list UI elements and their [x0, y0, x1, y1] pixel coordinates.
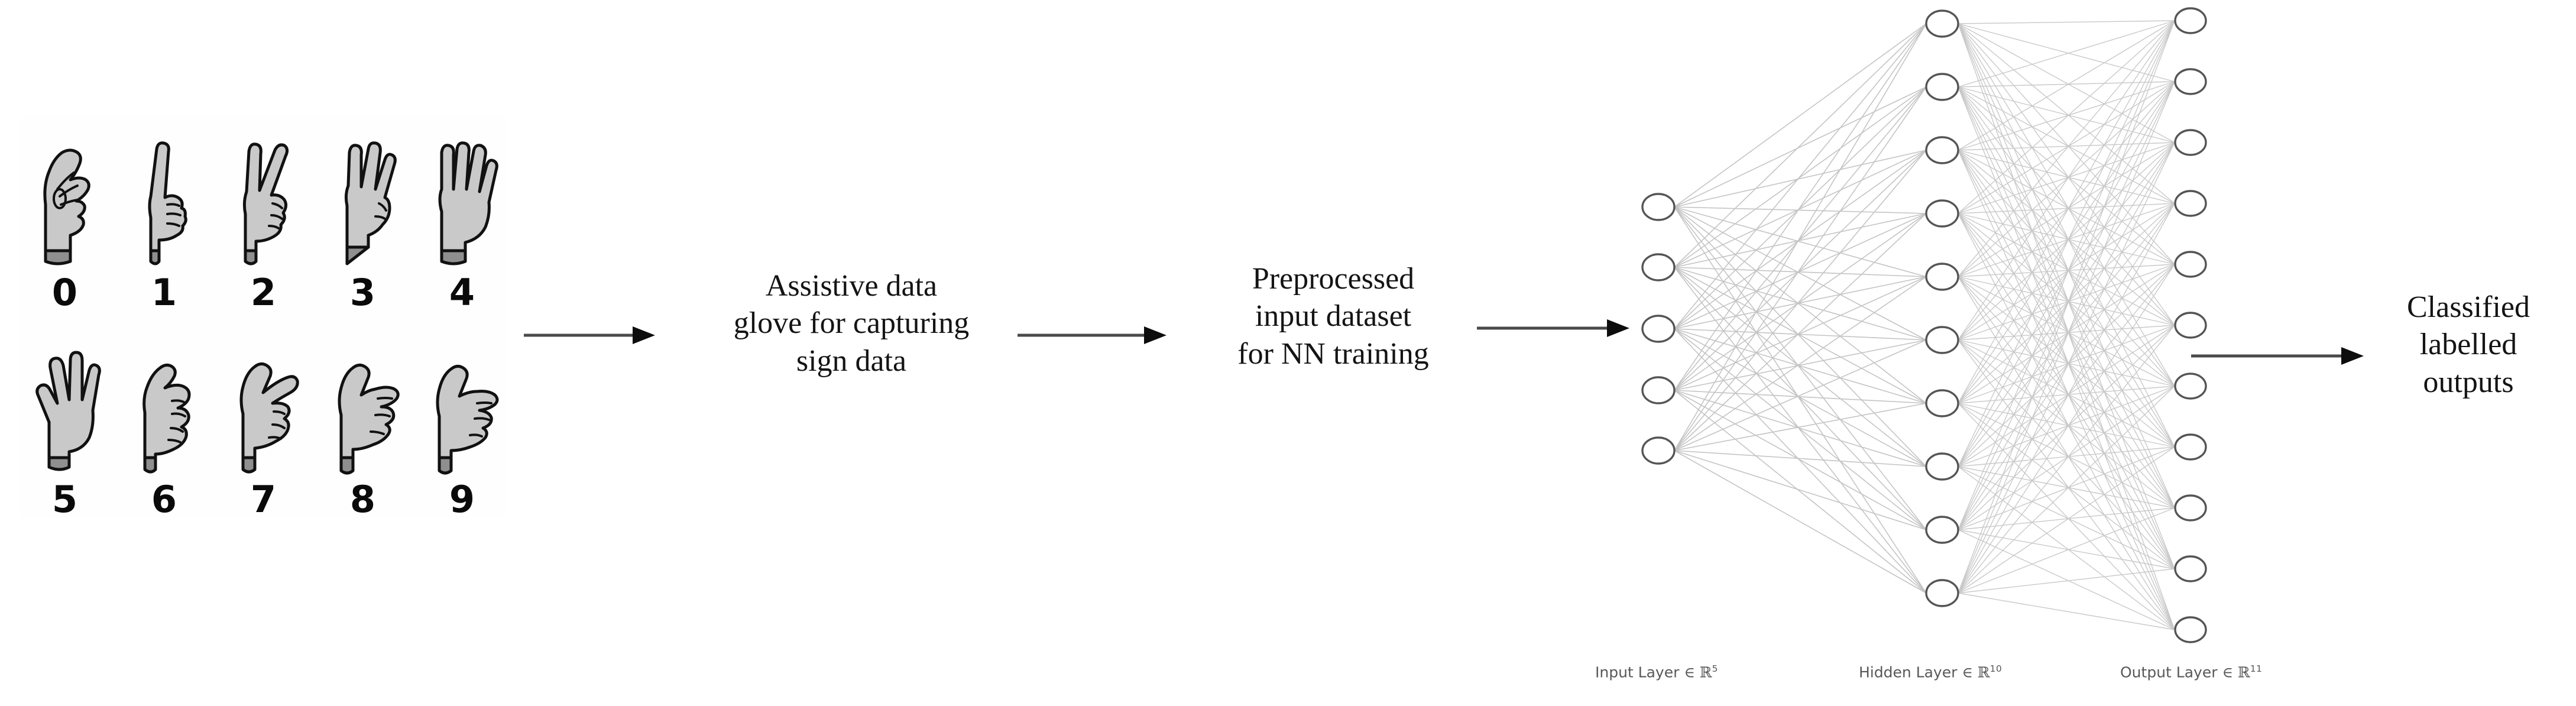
- hidden-layer-label-superscript: 10: [1989, 663, 2003, 674]
- hidden-node: [1925, 73, 1959, 101]
- gesture-label-8: 8: [349, 478, 375, 521]
- hidden-layer-label: Hidden Layer ∈ ℝ10: [1859, 663, 2002, 681]
- hand-sign-6-icon: [142, 363, 191, 474]
- hand-sign-5-icon: [35, 351, 101, 471]
- gesture-cell-2: 2: [219, 116, 307, 311]
- network-graph: [1641, 7, 2207, 643]
- output-node: [2174, 555, 2207, 582]
- output-node: [2174, 129, 2207, 156]
- input-node: [1641, 193, 1676, 221]
- input-node: [1641, 253, 1676, 281]
- classified-outputs-stage: Classified labelled outputs: [2359, 289, 2576, 401]
- classified-outputs-line-2: labelled: [2419, 328, 2517, 362]
- assistive-glove-line-3: sign data: [796, 344, 907, 378]
- output-layer-label-symbol: ∈ ℝ: [2222, 663, 2250, 681]
- output-node: [2174, 616, 2207, 643]
- edges-input-to-hidden: [1674, 23, 1927, 594]
- input-layer-label-superscript: 5: [1712, 663, 1718, 674]
- arrow-network-to-outputs: [2191, 347, 2364, 365]
- gesture-label-9: 9: [449, 478, 475, 521]
- hidden-node: [1925, 326, 1959, 354]
- input-node: [1641, 376, 1676, 404]
- gesture-cell-7: 7: [219, 323, 307, 518]
- preprocessed-line-1: Preprocessed: [1252, 262, 1415, 296]
- gesture-label-1: 1: [151, 271, 177, 314]
- input-layer-label: Input Layer ∈ ℝ5: [1595, 663, 1718, 681]
- hand-sign-9-icon: [436, 364, 499, 475]
- hidden-layer-label-symbol: ∈ ℝ: [1962, 663, 1990, 681]
- output-node: [2174, 190, 2207, 217]
- hand-sign-0-icon: [43, 148, 90, 265]
- gesture-cell-3: 3: [318, 116, 407, 311]
- output-node: [2174, 312, 2207, 339]
- gesture-row-top: 0 1: [20, 116, 506, 311]
- hidden-node: [1925, 389, 1959, 417]
- hand-sign-8-icon: [338, 363, 400, 475]
- classified-outputs-line-1: Classified: [2407, 290, 2530, 324]
- hidden-layer-label-text: Hidden Layer: [1859, 663, 1958, 681]
- gesture-row-bottom: 5 6: [20, 323, 506, 518]
- gesture-label-7: 7: [250, 478, 276, 521]
- arrow-glove-to-preprocessing: [1018, 326, 1167, 344]
- arrow-preprocessing-to-network: [1477, 319, 1629, 337]
- input-layer-label-symbol: ∈ ℝ: [1684, 663, 1712, 681]
- input-layer-nodes: [1641, 193, 1676, 465]
- output-layer-label-text: Output Layer: [2120, 663, 2218, 681]
- gesture-cell-1: 1: [119, 116, 208, 311]
- hand-sign-4-icon: [438, 141, 498, 265]
- hidden-node: [1925, 516, 1959, 544]
- output-node: [2174, 373, 2207, 400]
- hand-sign-2-icon: [242, 143, 289, 265]
- output-layer-label: Output Layer ∈ ℝ11: [2120, 663, 2262, 681]
- gesture-cell-4: 4: [417, 116, 506, 311]
- gesture-label-5: 5: [51, 478, 77, 521]
- assistive-glove-line-1: Assistive data: [765, 269, 938, 303]
- gesture-label-3: 3: [349, 271, 375, 314]
- input-layer-label-text: Input Layer: [1595, 663, 1680, 681]
- assistive-glove-stage: Assistive data glove for capturing sign …: [674, 267, 1029, 380]
- gesture-label-0: 0: [51, 271, 77, 314]
- preprocessed-line-3: for NN training: [1237, 336, 1429, 371]
- hidden-node: [1925, 136, 1959, 164]
- output-node: [2174, 433, 2207, 461]
- gesture-cell-6: 6: [119, 323, 208, 518]
- gesture-cell-9: 9: [417, 323, 506, 518]
- gesture-label-4: 4: [449, 271, 475, 314]
- network-layer-labels: Input Layer ∈ ℝ5 Hidden Layer ∈ ℝ10 Outp…: [1595, 663, 2262, 693]
- classified-outputs-line-3: outputs: [2423, 365, 2514, 399]
- hidden-node: [1925, 9, 1959, 38]
- hidden-layer-nodes: [1925, 9, 1959, 607]
- output-node: [2174, 251, 2207, 278]
- output-node: [2174, 494, 2207, 522]
- hidden-node: [1925, 579, 1959, 607]
- hand-sign-3-icon: [344, 141, 397, 265]
- hidden-node: [1925, 199, 1959, 228]
- sign-language-digit-reference: 0 1: [20, 116, 506, 518]
- edges-hidden-to-output: [1958, 20, 2175, 630]
- output-layer-nodes: [2174, 7, 2207, 643]
- preprocessed-dataset-stage: Preprocessed input dataset for NN traini…: [1174, 260, 1493, 373]
- feedforward-network-diagram: Input Layer ∈ ℝ5 Hidden Layer ∈ ℝ10 Outp…: [1595, 0, 2262, 706]
- output-layer-label-superscript: 11: [2250, 663, 2263, 674]
- gesture-label-6: 6: [151, 478, 177, 521]
- hand-sign-1-icon: [148, 141, 187, 265]
- output-node: [2174, 68, 2207, 95]
- hand-sign-7-icon: [239, 362, 299, 474]
- input-node: [1641, 436, 1676, 465]
- input-node: [1641, 315, 1676, 343]
- gesture-label-2: 2: [250, 271, 276, 314]
- arrow-dataset-to-glove: [524, 326, 655, 344]
- assistive-glove-line-2: glove for capturing: [733, 306, 970, 341]
- gesture-cell-8: 8: [318, 323, 407, 518]
- hidden-node: [1925, 452, 1959, 481]
- gesture-cell-5: 5: [20, 323, 109, 518]
- output-node: [2174, 7, 2207, 34]
- gesture-cell-0: 0: [20, 116, 109, 311]
- preprocessed-line-2: input dataset: [1255, 299, 1412, 333]
- hidden-node: [1925, 263, 1959, 291]
